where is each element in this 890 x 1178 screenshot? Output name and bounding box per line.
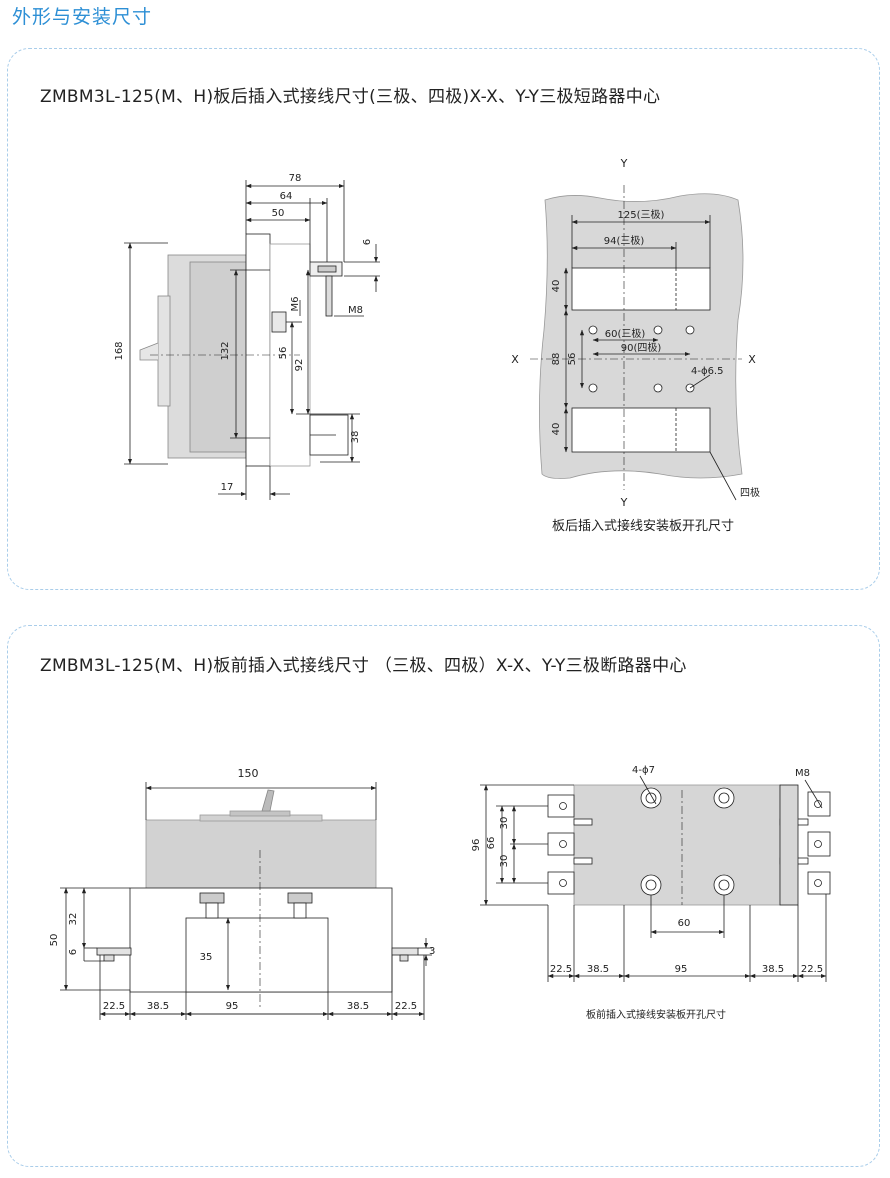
dim-6: 6 — [362, 239, 373, 245]
dim-95: 95 — [226, 1001, 239, 1012]
dim-96: 96 — [471, 839, 482, 852]
section1-title: ZMBM3L-125(M、H)板后插入式接线尺寸(三极、四极)X-X、Y-Y三极… — [40, 87, 661, 107]
dim-22-5-b: 22.5 — [395, 1001, 417, 1012]
dim-38-5-a: 38.5 — [147, 1001, 169, 1012]
dim-6-front: 6 — [68, 949, 79, 955]
dim-60-plan: 60 — [678, 918, 691, 929]
plan-dim-38-5-b: 38.5 — [762, 964, 784, 975]
dim-66: 66 — [486, 837, 497, 850]
dim-150: 150 — [238, 767, 259, 780]
cutout-caption: 板后插入式接线安装板开孔尺寸 — [552, 519, 735, 534]
dim-30-bottom: 30 — [499, 855, 510, 868]
dim-17: 17 — [221, 482, 234, 493]
dim-132: 132 — [220, 341, 231, 360]
holes-65: 4-ϕ6.5 — [691, 366, 723, 377]
dim-50: 50 — [272, 208, 285, 219]
dim-m6: M6 — [290, 297, 301, 312]
dim-40-top: 40 — [551, 280, 562, 293]
section2-title: ZMBM3L-125(M、H)板前插入式接线尺寸 （三极、四极）X-X、Y-Y三… — [40, 656, 687, 676]
holes-7: 4-ϕ7 — [632, 765, 655, 776]
axis-x-right: X — [748, 353, 756, 366]
section1-panel — [7, 48, 880, 590]
dim-56: 56 — [278, 347, 289, 360]
m8-label: M8 — [795, 768, 810, 779]
plan-caption: 板前插入式接线安装板开孔尺寸 — [586, 1010, 726, 1021]
dim-38: 38 — [350, 431, 361, 444]
dim-88: 88 — [551, 353, 562, 366]
dim-94: 94(三极) — [604, 234, 645, 247]
plan-view-drawing — [480, 775, 831, 982]
dim-22-5-a: 22.5 — [103, 1001, 125, 1012]
dim-3: 3 — [429, 946, 435, 957]
plan-dim-22-5-b: 22.5 — [801, 964, 823, 975]
dim-50-front: 50 — [49, 934, 60, 947]
axis-y-top: Y — [620, 157, 628, 170]
side-view-drawing — [124, 180, 380, 500]
dim-38-5-b: 38.5 — [347, 1001, 369, 1012]
cutout-drawing — [530, 185, 744, 501]
plan-dim-95: 95 — [675, 964, 688, 975]
dim-35: 35 — [200, 952, 213, 963]
dim-32: 32 — [68, 913, 79, 926]
page-title: 外形与安装尺寸 — [12, 6, 153, 28]
front-view-drawing — [60, 782, 432, 1020]
plan-dim-22-5-a: 22.5 — [550, 964, 572, 975]
axis-x-left: X — [511, 353, 519, 366]
dim-125: 125(三极) — [618, 208, 665, 221]
dim-168: 168 — [114, 341, 125, 360]
plan-dim-38-5-a: 38.5 — [587, 964, 609, 975]
dim-90: 90(四极) — [621, 341, 662, 354]
dim-40-bottom: 40 — [551, 423, 562, 436]
dim-64: 64 — [280, 191, 293, 202]
section2-panel — [7, 625, 880, 1167]
dim-30-top: 30 — [499, 817, 510, 830]
four-pole-label: 四极 — [740, 486, 760, 499]
axis-y-bottom: Y — [620, 496, 628, 509]
dim-92: 92 — [294, 359, 305, 372]
dim-78: 78 — [289, 173, 302, 184]
dim-m8: M8 — [348, 305, 363, 316]
dim-56-cut: 56 — [567, 353, 578, 366]
dim-60: 60(三极) — [605, 327, 646, 340]
